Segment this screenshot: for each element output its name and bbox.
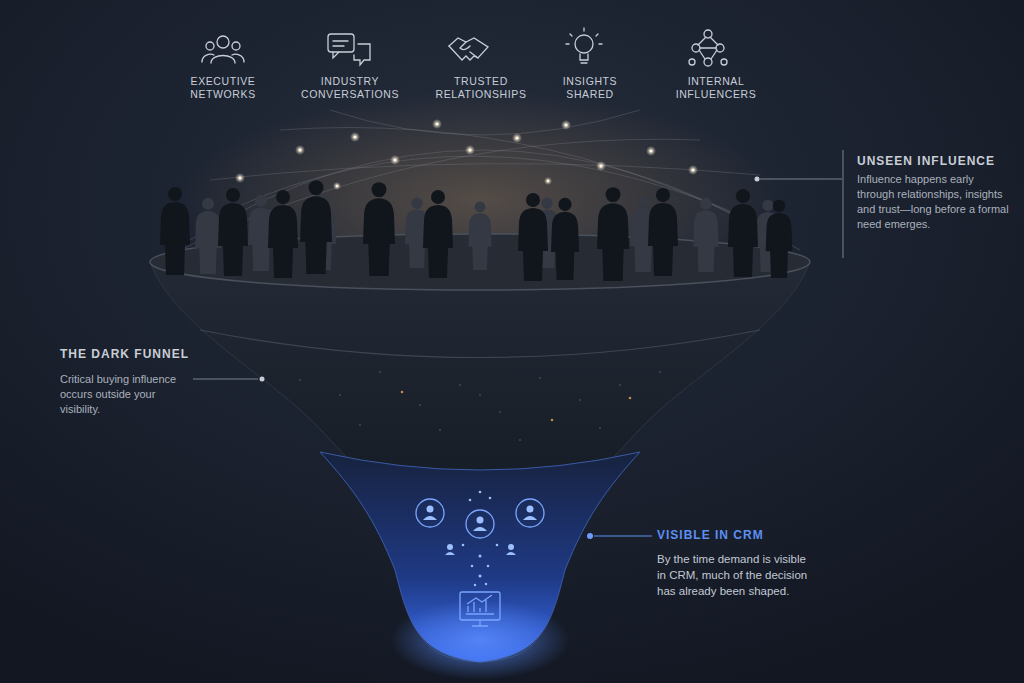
- callout-heading: VISIBLE IN CRM: [657, 528, 764, 542]
- callout-body: By the time demand is visible in CRM, mu…: [657, 551, 815, 599]
- icon-label: INSIGHTS SHARED: [563, 75, 617, 101]
- callout-heading: UNSEEN INFLUENCE: [857, 154, 995, 168]
- icon-label: INTERNAL INFLUENCERS: [676, 75, 757, 101]
- icon-label: EXECUTIVE NETWORKS: [190, 75, 255, 101]
- icon-label: TRUSTED RELATIONSHIPS: [435, 75, 526, 101]
- callout-heading: THE DARK FUNNEL: [60, 347, 189, 361]
- icon-label: INDUSTRY CONVERSATIONS: [301, 75, 399, 101]
- callout-body: Critical buying influence occurs outside…: [60, 372, 195, 417]
- callout-body: Influence happens early through relation…: [857, 172, 1009, 232]
